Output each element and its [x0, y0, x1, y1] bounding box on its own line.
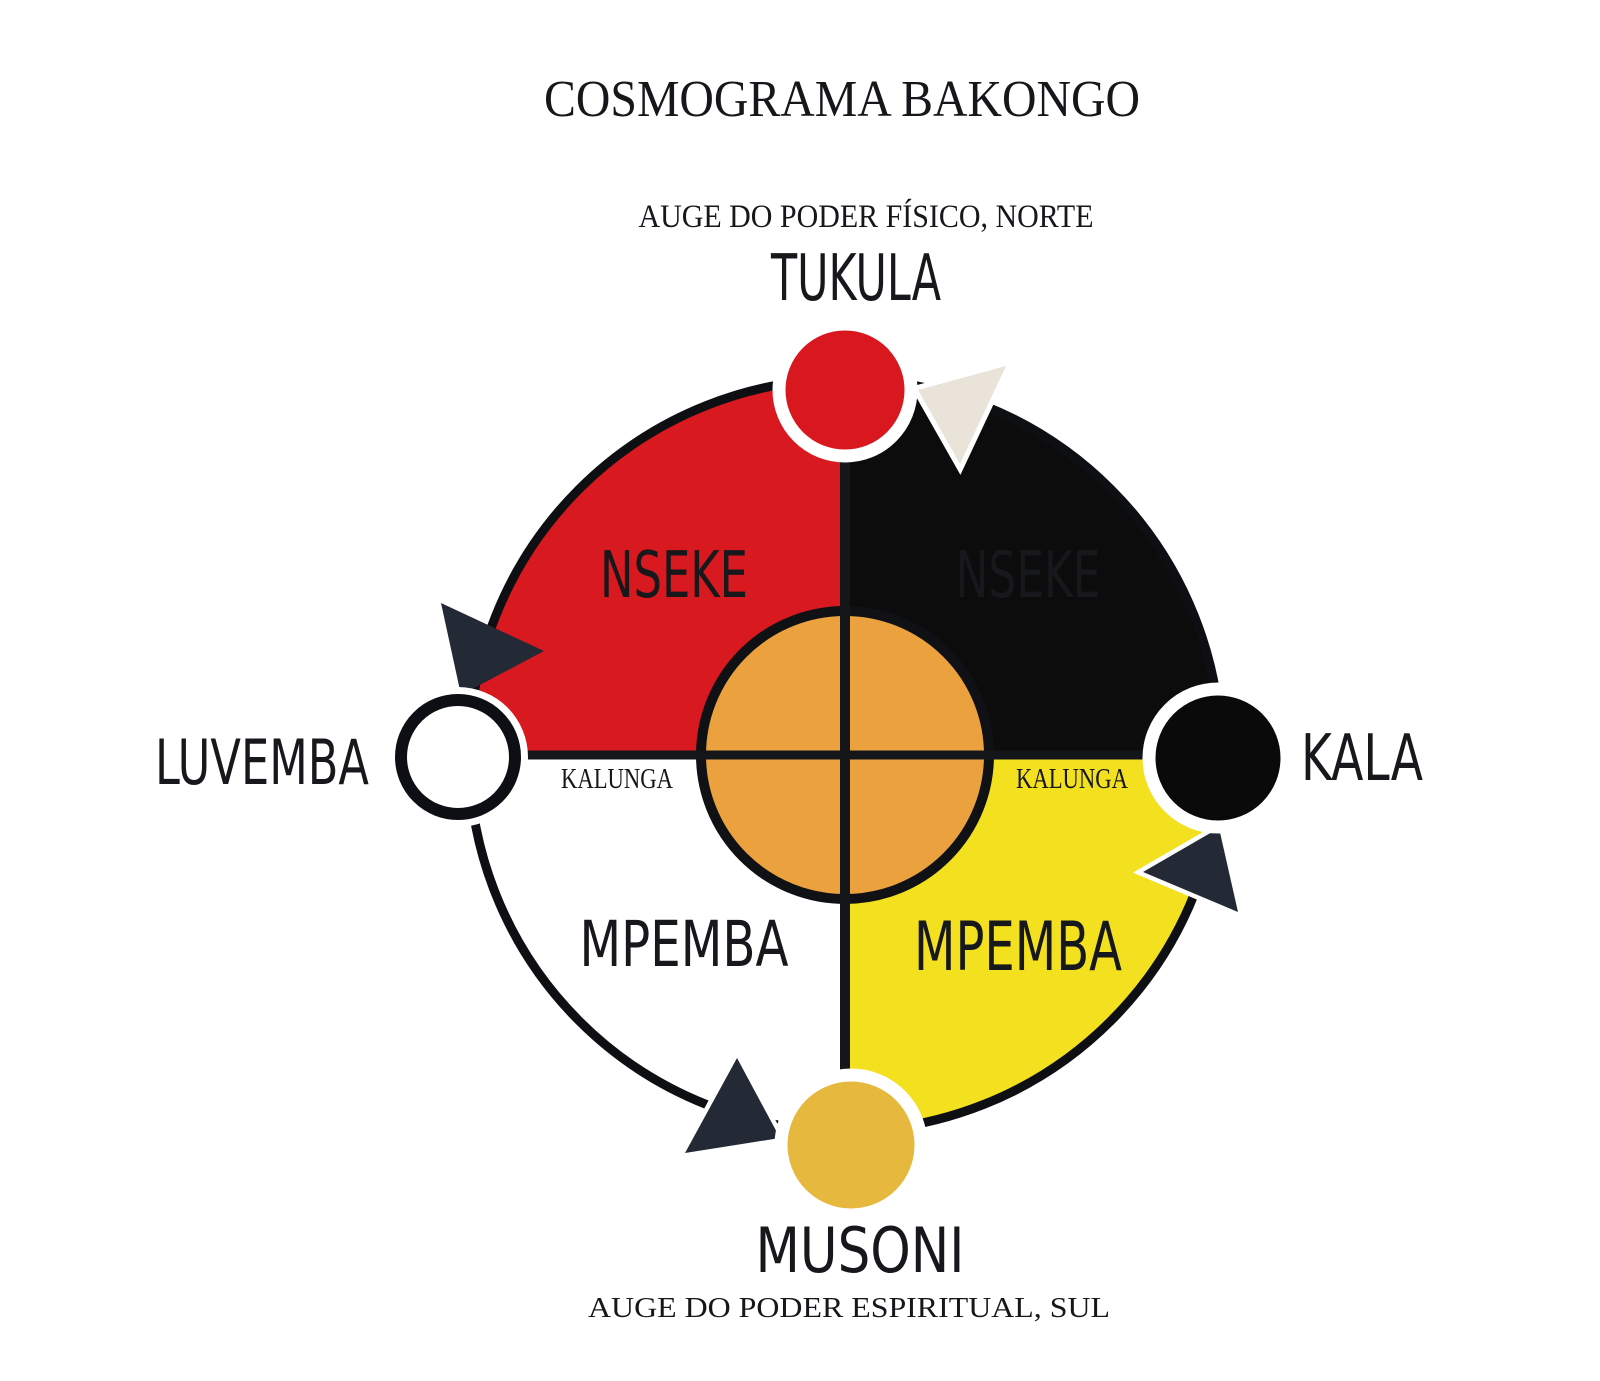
- south-caption: AUGE DO PODER ESPIRITUAL, SUL: [588, 1292, 1110, 1324]
- label-luvemba: LUVEMBA: [155, 726, 369, 799]
- node-musoni: [774, 1068, 928, 1222]
- label-nseke-left: NSEKE: [600, 539, 748, 613]
- label-nseke-right: NSEKE: [956, 539, 1101, 613]
- label-kalunga-right: KALUNGA: [1016, 764, 1129, 795]
- node-tukula: [772, 317, 918, 463]
- label-musoni: MUSONI: [756, 1214, 965, 1287]
- flow-arrow-ne: [910, 358, 1016, 475]
- page-title: COSMOGRAMA BAKONGO: [544, 71, 1140, 128]
- label-tukula: TUKULA: [770, 242, 941, 316]
- label-mpemba-right: MPEMBA: [914, 908, 1122, 987]
- flow-arrow-nw: [441, 603, 544, 695]
- label-kala: KALA: [1301, 722, 1423, 796]
- north-caption: AUGE DO PODER FÍSICO, NORTE: [639, 198, 1094, 235]
- flow-arrow-se: [1132, 821, 1245, 920]
- node-kala: [1142, 682, 1294, 834]
- flow-arrow-sw: [676, 1048, 787, 1159]
- node-luvemba: [395, 694, 521, 820]
- label-mpemba-left: MPEMBA: [580, 908, 789, 981]
- label-kalunga-left: KALUNGA: [561, 764, 674, 795]
